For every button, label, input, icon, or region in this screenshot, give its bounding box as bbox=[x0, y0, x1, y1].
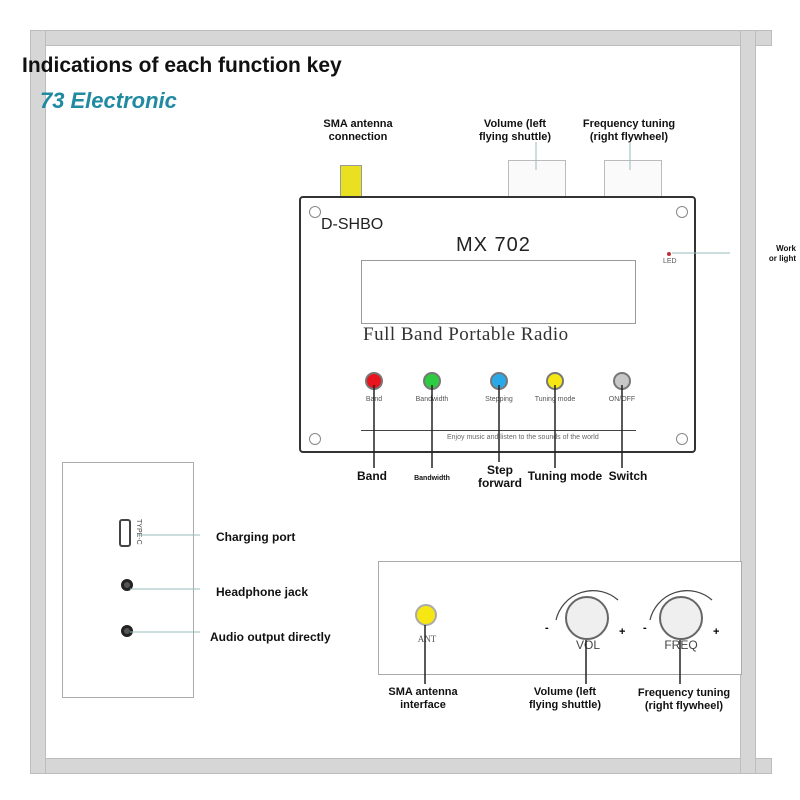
freq-arc bbox=[649, 590, 713, 621]
label-line: SMA antenna bbox=[388, 686, 458, 698]
callout-step-forward: Step forward bbox=[472, 464, 528, 490]
screw bbox=[309, 206, 321, 218]
device-tagline: Full Band Portable Radio bbox=[363, 324, 569, 345]
label-line: Work bbox=[776, 244, 796, 253]
freq-minus: - bbox=[643, 622, 647, 634]
headphone-jack bbox=[121, 579, 133, 591]
callout-bandwidth: Bandwidth bbox=[414, 475, 450, 482]
label-frequency-top: Frequency tuning (right flywheel) bbox=[576, 118, 682, 144]
label-line: Frequency tuning bbox=[582, 118, 676, 130]
logo-text: Electronic bbox=[70, 88, 177, 113]
label-line: or light bbox=[768, 254, 796, 263]
frame-right bbox=[740, 30, 756, 774]
label-volume-top: Volume (left flying shuttle) bbox=[470, 118, 560, 144]
label-line: Volume (left bbox=[483, 118, 547, 130]
vol-plus: + bbox=[619, 626, 626, 638]
type-c-label: TYPE-C bbox=[135, 519, 142, 545]
label-line: interface bbox=[400, 699, 446, 711]
label-line: (right flywheel) bbox=[589, 131, 669, 143]
label-work-light: Work or light bbox=[752, 244, 796, 264]
screw bbox=[309, 433, 321, 445]
vol-minus: - bbox=[545, 622, 549, 634]
callout-band: Band bbox=[357, 469, 387, 483]
label-line: flying shuttle) bbox=[528, 699, 602, 711]
callout-switch: Switch bbox=[608, 469, 648, 483]
vol-arc bbox=[555, 590, 619, 621]
side-panel: TYPE-C bbox=[62, 462, 194, 698]
label-line: (right flywheel) bbox=[644, 700, 724, 712]
label-sma-antenna-connection: SMA antenna connection bbox=[318, 118, 398, 144]
volume-knob[interactable] bbox=[565, 596, 609, 640]
frequency-knob[interactable] bbox=[659, 596, 703, 640]
display-screen bbox=[361, 260, 636, 324]
freq-plus: + bbox=[713, 626, 720, 638]
label-audio-output: Audio output directly bbox=[210, 630, 331, 644]
label-headphone-jack: Headphone jack bbox=[216, 585, 309, 599]
label-line: SMA antenna bbox=[323, 118, 393, 130]
device-model: MX 702 bbox=[456, 234, 531, 256]
led-indicator bbox=[667, 252, 671, 256]
ant-label: ANT bbox=[417, 634, 437, 644]
device-brand: D-SHBO bbox=[321, 216, 384, 233]
page-title: Indications of each function key bbox=[22, 54, 342, 77]
label-frequency-bottom: Frequency tuning (right flywheel) bbox=[634, 687, 734, 713]
label-line: Step bbox=[486, 463, 513, 477]
label-line: forward bbox=[477, 476, 522, 490]
freq-label: FREQ bbox=[664, 638, 698, 652]
label-line: connection bbox=[328, 131, 388, 143]
callout-tuning-mode: Tuning mode bbox=[527, 469, 603, 483]
label-line: Volume (left bbox=[533, 686, 597, 698]
screw bbox=[676, 433, 688, 445]
type-c-port bbox=[119, 519, 131, 547]
vol-label: VOL bbox=[575, 638, 600, 652]
frequency-knob-cap bbox=[604, 160, 662, 198]
label-line: flying shuttle) bbox=[478, 131, 552, 143]
audio-output-jack bbox=[121, 625, 133, 637]
label-sma-interface: SMA antenna interface bbox=[378, 686, 468, 712]
label-charging-port: Charging port bbox=[216, 530, 296, 544]
label-line: Frequency tuning bbox=[637, 687, 731, 699]
frame-left bbox=[30, 30, 46, 774]
label-volume-bottom: Volume (left flying shuttle) bbox=[520, 686, 610, 712]
led-label: LED bbox=[663, 258, 677, 265]
screw bbox=[676, 206, 688, 218]
bottom-panel: ANT VOL - + FREQ - + bbox=[378, 561, 742, 675]
logo-mark: 73 bbox=[40, 88, 65, 113]
ant-connector bbox=[415, 604, 437, 626]
device-motto: Enjoy music and listen to the sounds of … bbox=[447, 434, 599, 441]
